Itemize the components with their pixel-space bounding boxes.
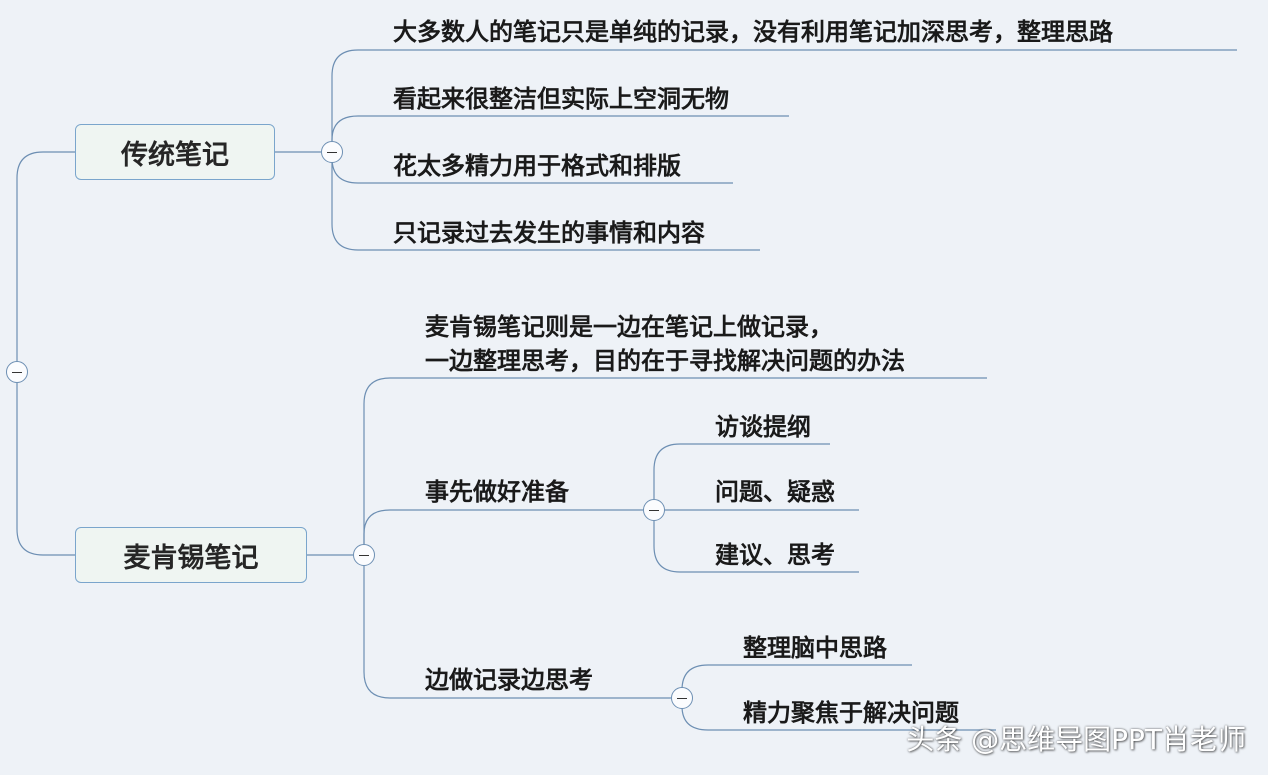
subtopic-record-and-think[interactable]: 边做记录边思考 — [425, 666, 593, 694]
collapse-toggle-traditional[interactable] — [321, 141, 343, 163]
leaf-traditional-2[interactable]: 看起来很整洁但实际上空洞无物 — [393, 85, 729, 113]
watermark: 头条 @思维导图PPT肖老师 — [906, 723, 1246, 756]
leaf-prepare-3[interactable]: 建议、思考 — [715, 541, 835, 569]
collapse-toggle-mckinsey[interactable] — [353, 544, 375, 566]
leaf-prepare-2[interactable]: 问题、疑惑 — [715, 478, 835, 506]
collapse-toggle-prepare[interactable] — [643, 499, 665, 521]
intro-line-1: 麦肯锡笔记则是一边在笔记上做记录， — [425, 313, 833, 341]
leaf-traditional-3[interactable]: 花太多精力用于格式和排版 — [393, 152, 681, 180]
leaf-mckinsey-intro[interactable]: 麦肯锡笔记则是一边在笔记上做记录， 一边整理思考，目的在于寻找解决问题的办法 — [425, 310, 905, 378]
topic-mckinsey-notes[interactable]: 麦肯锡笔记 — [75, 527, 307, 583]
leaf-think-1[interactable]: 整理脑中思路 — [743, 634, 887, 662]
leaf-traditional-1[interactable]: 大多数人的笔记只是单纯的记录，没有利用笔记加深思考，整理思路 — [393, 18, 1113, 46]
collapse-toggle-think[interactable] — [671, 687, 693, 709]
topic-traditional-notes[interactable]: 传统笔记 — [75, 124, 275, 180]
leaf-traditional-4[interactable]: 只记录过去发生的事情和内容 — [393, 219, 705, 247]
subtopic-prepare[interactable]: 事先做好准备 — [425, 478, 569, 506]
collapse-toggle-root[interactable] — [6, 361, 28, 383]
leaf-think-2[interactable]: 精力聚焦于解决问题 — [743, 699, 959, 727]
leaf-prepare-1[interactable]: 访谈提纲 — [715, 413, 811, 441]
intro-line-2: 一边整理思考，目的在于寻找解决问题的办法 — [425, 347, 905, 375]
